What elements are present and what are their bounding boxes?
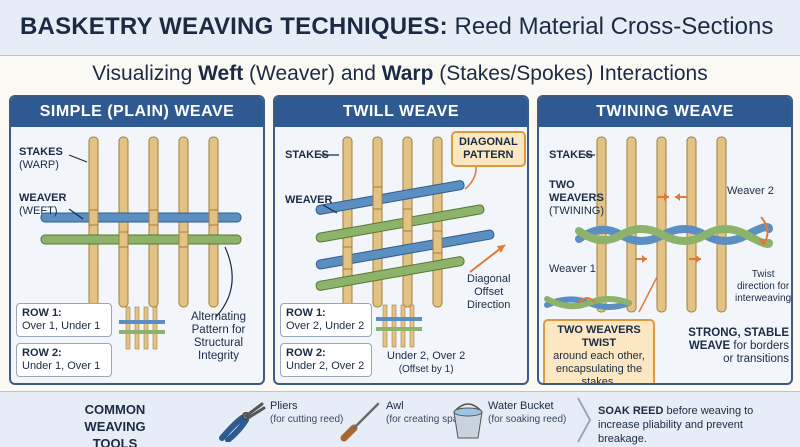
chevron-right-icon	[577, 397, 592, 443]
row1-box: ROW 1:Over 1, Under 1	[16, 303, 112, 337]
stakes-label: STAKES	[285, 149, 329, 161]
subtitle-part1: Visualizing	[92, 62, 199, 85]
panel-title: TWILL WEAVE	[275, 97, 527, 127]
stakes-label: STAKES	[549, 149, 593, 161]
weaver-green	[40, 234, 242, 245]
stakes-label: STAKES(WARP)	[19, 146, 63, 171]
twist-arrows	[578, 193, 769, 304]
twining-weave-illustration	[544, 136, 773, 313]
mini-weave-icon	[119, 306, 165, 350]
title-rest: Reed Material Cross-Sections	[454, 13, 774, 40]
panel-title: SIMPLE (PLAIN) WEAVE	[11, 97, 263, 127]
subtitle-weft: Weft	[198, 62, 244, 85]
subtitle-warp: Warp	[381, 62, 434, 85]
row2-box: ROW 2:Under 1, Over 1	[16, 343, 112, 377]
subtitle-part2: (Weaver) and	[243, 62, 382, 85]
soak-reed-tip: SOAK REED before weaving to increase pli…	[598, 405, 754, 445]
weaver-label: WEAVER	[285, 194, 333, 206]
weaver-label: WEAVER(WEFT)	[19, 192, 67, 217]
mini-twill-icon	[376, 304, 422, 348]
awl-label: Awl(for creating space)	[386, 400, 473, 425]
bucket-tool: Water Bucket(for soaking reed)	[448, 398, 566, 447]
twill-weavers	[315, 180, 495, 291]
row2-box: ROW 2:Under 2, Over 2	[280, 343, 372, 377]
row1-box: ROW 1:Over 2, Under 2	[280, 303, 372, 337]
awl-tool: Awl(for creating space)	[340, 398, 472, 447]
subtitle: Visualizing Weft (Weaver) and Warp (Stak…	[0, 62, 800, 86]
twill-weave-illustration	[315, 136, 506, 348]
panel-plain-weave: SIMPLE (PLAIN) WEAVE	[9, 95, 265, 385]
pliers-label: Pliers(for cutting reed)	[270, 400, 344, 425]
title-bar: BASKETRY WEAVING TECHNIQUES: Reed Materi…	[0, 0, 800, 56]
awl-icon	[340, 402, 380, 442]
pliers-tool: Pliers(for cutting reed)	[218, 398, 343, 447]
stakes-group	[596, 136, 727, 313]
bucket-label: Water Bucket(for soaking reed)	[488, 400, 567, 425]
water-bucket-icon	[453, 403, 483, 439]
panel-twill-weave: TWILL WEAVE STAKES	[273, 95, 529, 385]
page-title: BASKETRY WEAVING TECHNIQUES: Reed Materi…	[20, 13, 773, 41]
weaver1-label: Weaver 1	[549, 263, 596, 275]
under-over-note: Under 2, Over 2(Offset by 1)	[387, 350, 466, 375]
title-bold: BASKETRY WEAVING TECHNIQUES:	[20, 13, 448, 40]
plain-weave-illustration	[40, 136, 242, 350]
panel-twining-weave: TWINING WEAVE	[537, 95, 793, 385]
panel-title: TWINING WEAVE	[539, 97, 791, 127]
weaver2-label: Weaver 2	[727, 185, 774, 197]
subtitle-part3: (Stakes/Spokes) Interactions	[433, 62, 708, 85]
twining-lower-row	[544, 296, 632, 310]
twined-weavers	[575, 223, 773, 248]
pliers-icon	[219, 402, 266, 443]
